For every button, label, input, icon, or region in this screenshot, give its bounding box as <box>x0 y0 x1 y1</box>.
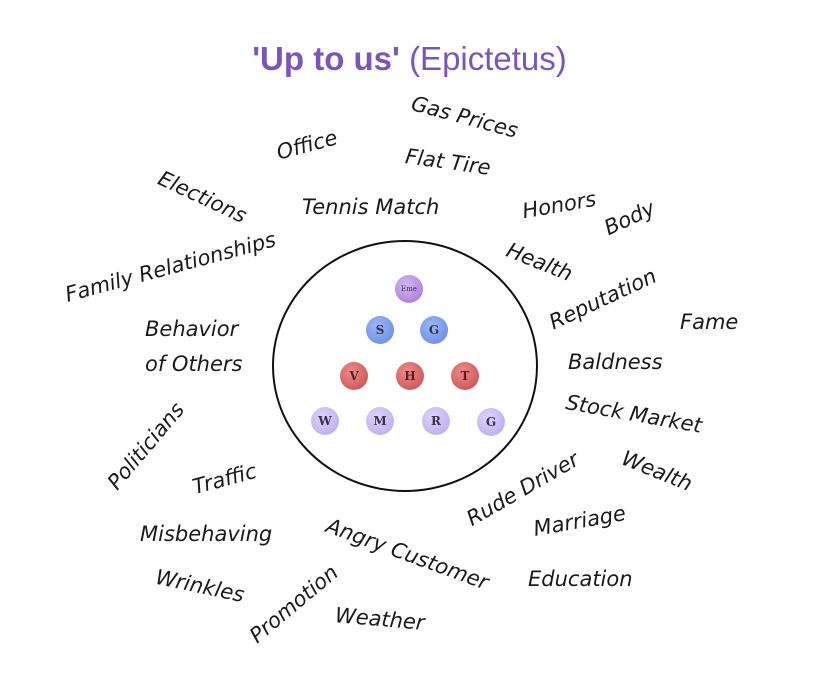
word-honors: Honors <box>520 186 598 224</box>
word-education: Education <box>528 567 633 591</box>
circle-m: M <box>366 407 394 435</box>
word-flat-tire: Flat Tire <box>403 144 493 180</box>
word-promotion: Promotion <box>244 560 343 648</box>
word-behavior: Behavior <box>145 317 239 341</box>
circle-top: Eme <box>395 275 423 303</box>
circle-h: H <box>396 362 424 390</box>
word-angry-customer: Angry Customer <box>323 513 492 595</box>
control-circle <box>272 240 538 492</box>
word-body: Body <box>600 195 659 241</box>
circle-w: W <box>311 407 339 435</box>
word-family-relationships: Family Relationships <box>62 227 279 307</box>
word-health: Health <box>503 237 576 287</box>
word-politicians: Politicians <box>102 397 190 495</box>
word-stock-market: Stock Market <box>563 390 704 438</box>
circle-g2: G <box>477 408 505 436</box>
circle-v: V <box>340 362 368 390</box>
word-wealth: Wealth <box>618 446 696 496</box>
word-office: Office <box>273 125 341 165</box>
title-author: (Epictetus) <box>409 40 567 77</box>
word-marriage: Marriage <box>531 501 628 541</box>
word-weather: Weather <box>334 603 426 635</box>
word-traffic: Traffic <box>190 458 260 500</box>
circle-r: R <box>422 407 450 435</box>
word-wrinkles: Wrinkles <box>153 564 247 608</box>
title-quote: 'Up to us' <box>252 40 400 77</box>
diagram-title: 'Up to us' (Epictetus) <box>0 40 819 78</box>
word-tennis-match: Tennis Match <box>302 195 440 219</box>
circle-s: S <box>366 316 394 344</box>
word-misbehaving: Misbehaving <box>140 522 273 546</box>
word-fame: Fame <box>680 310 739 334</box>
circle-g: G <box>420 316 448 344</box>
word-baldness: Baldness <box>568 350 663 374</box>
word-gas-prices: Gas Prices <box>408 91 521 143</box>
word-of-others: of Others <box>145 352 243 376</box>
circle-t: T <box>451 362 479 390</box>
word-elections: Elections <box>154 166 251 228</box>
